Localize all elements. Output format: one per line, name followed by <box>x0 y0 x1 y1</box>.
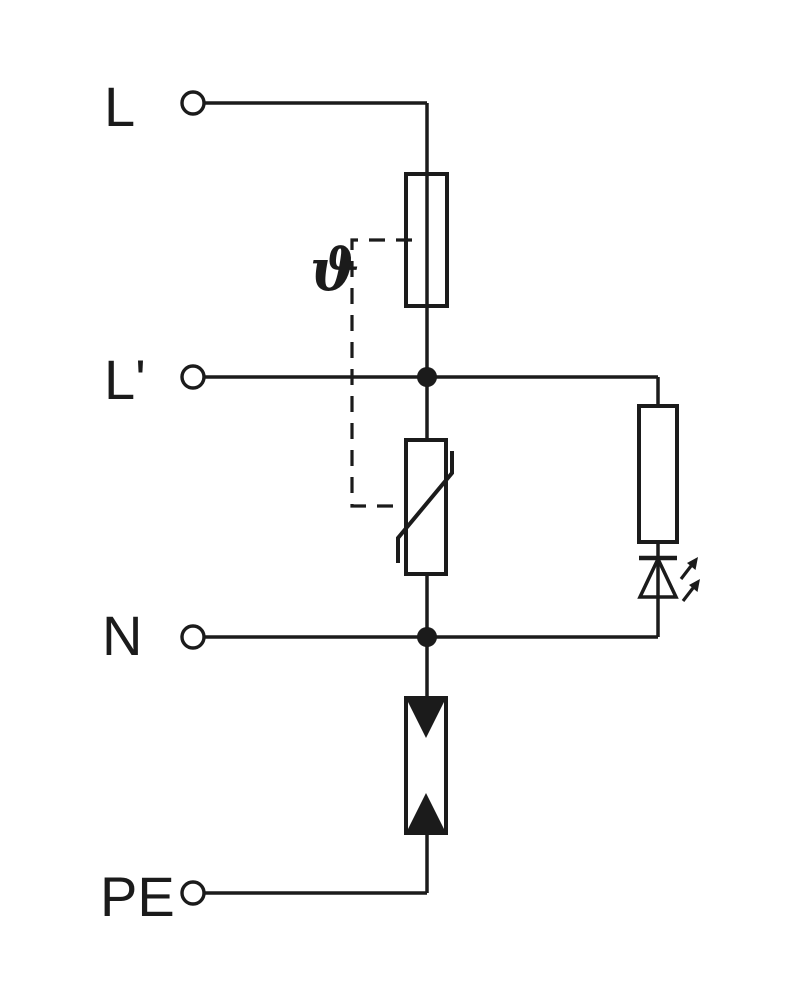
led-triangle <box>637 554 679 599</box>
terminal-label-pe: PE <box>100 865 175 928</box>
junction-dot-n <box>417 627 437 647</box>
gas-discharge-tube-bottom-triangle <box>407 793 445 831</box>
terminal-circle-pe <box>180 880 206 906</box>
terminal-circle-n <box>180 624 206 650</box>
emission-arrow-2-head <box>689 579 700 592</box>
varistor-icon <box>396 438 454 576</box>
terminal-label-l: L <box>104 75 135 138</box>
emission-arrow-1-head <box>687 557 698 570</box>
terminal-circle-l <box>180 90 206 116</box>
junction-dot-l-prime <box>417 367 437 387</box>
gas-discharge-tube-icon <box>404 696 448 835</box>
terminal-label-l-prime: L' <box>104 348 146 411</box>
terminal-circle-l-prime <box>180 364 206 390</box>
emission-arrow-1-shaft <box>679 565 693 580</box>
light-emission-arrows-icon <box>679 557 700 602</box>
terminal-label-n: N <box>102 604 142 667</box>
thermal-disconnect-fuse-icon <box>404 172 449 308</box>
gas-discharge-tube-top-triangle <box>407 700 445 738</box>
varistor-strike-line <box>396 451 454 563</box>
led-indicator-icon <box>637 554 700 602</box>
resistor-icon <box>637 404 679 544</box>
thermal-linkage-dashed-line <box>350 238 412 508</box>
thermal-symbol-label: ϑ <box>310 236 359 304</box>
emission-arrow-2-shaft <box>681 587 695 602</box>
